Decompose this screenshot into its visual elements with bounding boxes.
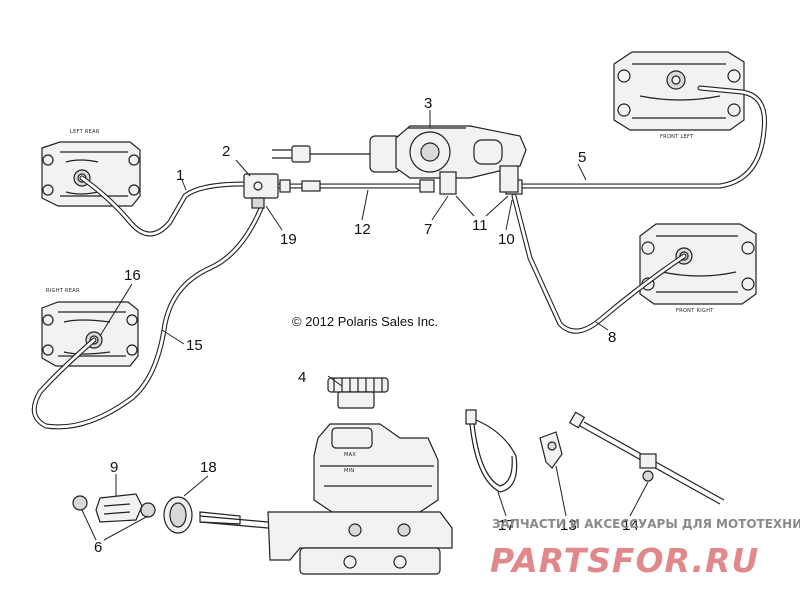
label-right-rear: RIGHT REAR [46,288,80,294]
master-cylinder: MAX MIN [267,423,453,575]
callout-4: 4 [298,369,306,386]
cable-tie-14 [568,411,725,505]
clevis [95,493,143,523]
leader-18 [183,475,209,497]
brake-line-8 [511,193,687,334]
caliper-left-rear: LEFT REAR [41,129,141,207]
callout-15: 15 [186,337,203,354]
callout-14: 14 [622,517,639,534]
callout-9: 9 [110,459,118,476]
watermark-brand: PARTSFOR.RU [490,541,759,580]
leader-5 [577,163,587,181]
leader-13 [555,465,567,517]
callout-2: 2 [222,143,230,160]
nut [72,495,88,511]
label-left-rear: LEFT REAR [70,129,100,135]
watermark-tagline: ЗАПЧАСТИ И АКСЕССУАРЫ ДЛЯ МОТОТЕХНИКИ [492,517,800,531]
leader-7 [431,195,449,221]
leader-10 [505,199,513,231]
leader-14 [629,481,649,517]
leader-4 [327,375,343,387]
callout-1: 1 [176,167,184,184]
callout-11: 11 [472,217,488,234]
caliper-front-left: FRONT LEFT [613,51,745,140]
boot-ring [163,496,193,534]
callout-19: 19 [280,231,297,248]
copyright-text: © 2012 Polaris Sales Inc. [292,314,438,329]
label-front-left: FRONT LEFT [660,134,694,140]
min-mark: MIN [344,468,354,474]
callout-12: 12 [354,221,371,238]
leader-1 [181,179,187,191]
brake-valve-assembly [272,125,527,195]
caliper-right-rear: RIGHT REAR [41,288,139,367]
leader-16 [99,283,133,337]
clip-13 [539,431,563,469]
leader-15 [161,329,185,345]
max-mark: MAX [344,452,356,458]
callout-18: 18 [200,459,217,476]
nut [140,502,156,518]
leader-2 [235,159,251,177]
callout-3: 3 [424,95,432,112]
label-front-right: FRONT RIGHT [676,308,714,314]
caliper-front-right: FRONT RIGHT [639,223,757,314]
reservoir-cap [327,377,389,409]
callout-5: 5 [578,149,586,166]
push-rod [199,511,269,529]
line-fitting [279,179,291,193]
brake-hose-15 [31,203,265,430]
callout-16: 16 [124,267,141,284]
callout-7: 7 [424,221,432,238]
line-fitting [301,180,321,192]
brake-line-5 [513,85,768,189]
cable-tie-17 [465,409,518,493]
callout-13: 13 [560,517,577,534]
brake-hose-1 [79,175,247,237]
leader-8 [595,321,609,331]
callout-10: 10 [498,231,515,248]
callout-6: 6 [94,539,102,556]
leader-17 [497,491,507,517]
callout-8: 8 [608,329,616,346]
leader-12 [361,189,369,221]
leader-6 [81,509,149,541]
line-fitting [419,179,435,193]
callout-17: 17 [498,517,515,534]
brake-tee-block [243,173,279,209]
leader-19 [265,205,283,231]
leader-11 [455,195,509,217]
